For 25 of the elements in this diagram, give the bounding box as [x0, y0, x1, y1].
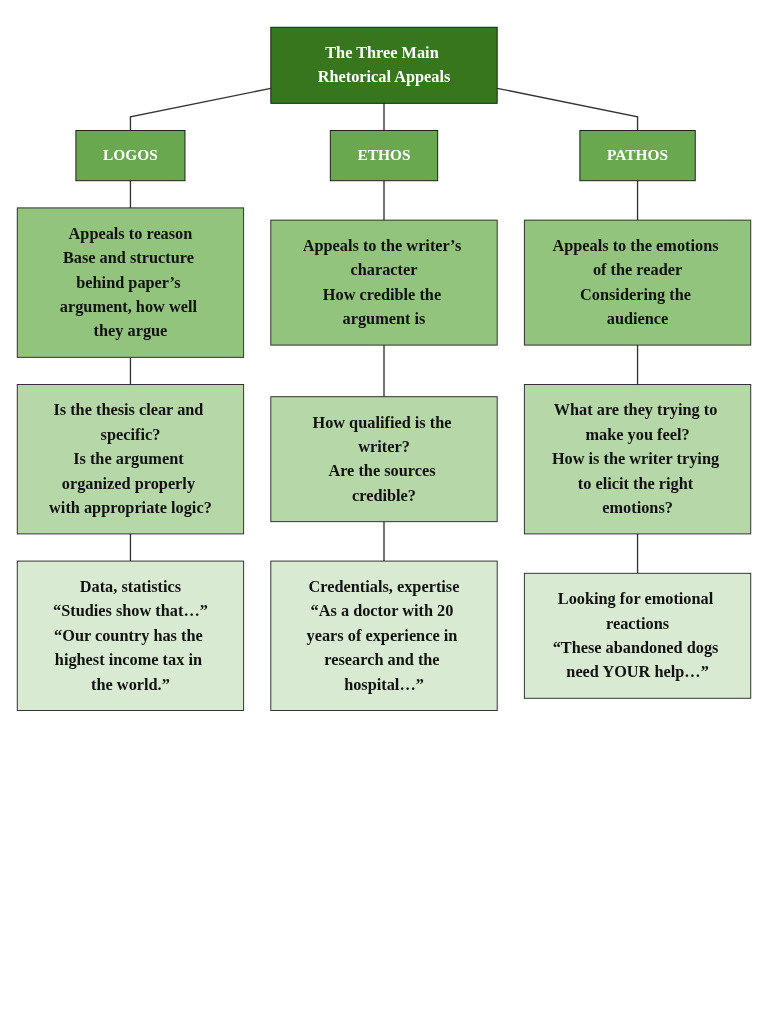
connector	[129, 87, 272, 132]
node-box: What are they trying to make you feel? How is the writer trying to elicit the right emotions?	[523, 384, 752, 535]
connector	[383, 521, 385, 562]
connector	[383, 102, 385, 132]
node-box: Appeals to reason Base and structure behind paper’s argument, how well they argue	[16, 207, 245, 358]
connector	[496, 87, 639, 132]
node-box: Appeals to the writer’s character How credible the argument is	[270, 219, 498, 346]
connector	[129, 356, 132, 386]
node-box: Credentials, expertise “As a doctor with 20 years of experience in research and the hospital…”	[270, 560, 498, 711]
node-box: LOGOS	[75, 130, 186, 182]
connector	[636, 344, 639, 386]
connector	[636, 180, 639, 221]
node-box: Is the thesis clear and specific? Is the argument organized properly with appropriate logic?	[16, 384, 245, 535]
connector	[129, 180, 132, 209]
node-box: Looking for emotional reactions “These abandoned dogs need YOUR help…”	[523, 572, 752, 699]
connector	[129, 533, 132, 562]
node-box: ETHOS	[329, 130, 439, 182]
node-box: Data, statistics “Studies show that…” “Our country has the highest income tax in the world.”	[16, 560, 245, 711]
node-box: PATHOS	[579, 130, 696, 182]
node-box: How qualified is the writer? Are the sources credible?	[270, 396, 498, 523]
connector	[383, 180, 385, 221]
connector	[383, 344, 385, 398]
connector	[636, 533, 639, 574]
node-box: The Three Main Rhetorical Appeals	[270, 26, 498, 104]
node-box: Appeals to the emotions of the reader Considering the audience	[523, 219, 752, 346]
